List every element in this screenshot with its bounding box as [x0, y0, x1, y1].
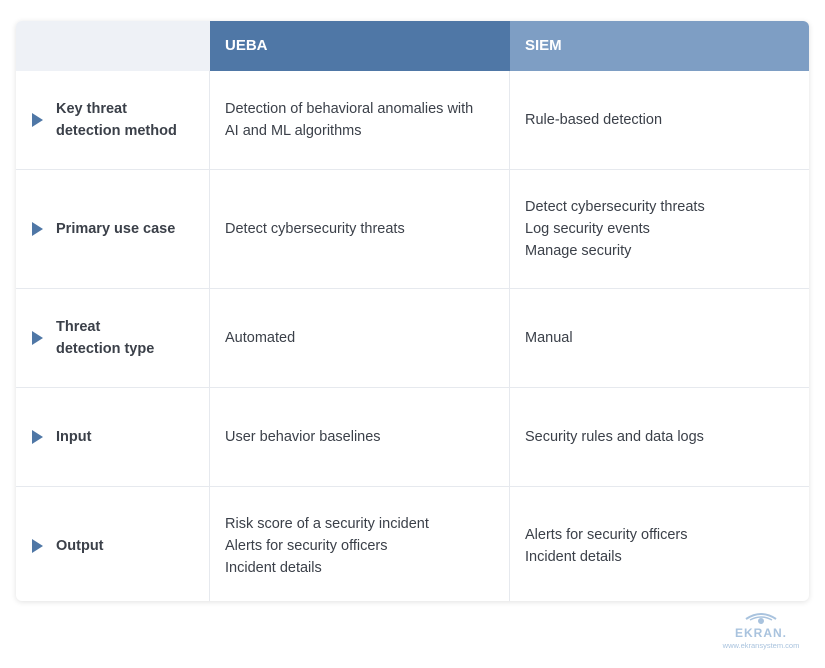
row-label-line: Input [56, 429, 92, 445]
ueba-cell-line: Detection of behavioral anomalies with [225, 101, 474, 117]
table-row: Input User behavior baselines Security r… [16, 388, 809, 487]
row-label-cell: Output [16, 487, 210, 601]
row-label-cell: Threat detection type [16, 289, 210, 387]
row-label-line: Threat [56, 319, 101, 335]
header-empty-cell [16, 21, 210, 71]
triangle-right-icon [32, 113, 43, 127]
table-header-row: UEBA SIEM [16, 21, 809, 71]
ueba-cell: Detect cybersecurity threats [210, 170, 510, 288]
row-label: Threat detection type [56, 316, 154, 360]
table-row: Threat detection type Automated Manual [16, 289, 809, 388]
triangle-right-icon [32, 331, 43, 345]
ueba-cell-line: Alerts for security officers [225, 538, 388, 554]
ueba-cell: Risk score of a security incident Alerts… [210, 487, 510, 601]
siem-cell-line: Incident details [525, 549, 622, 565]
ueba-cell-line: Risk score of a security incident [225, 516, 429, 532]
row-label-line: detection method [56, 123, 177, 139]
table-row: Key threat detection method Detection of… [16, 71, 809, 170]
logo-name: EKRAN. [734, 626, 787, 640]
ueba-cell-line: Automated [225, 330, 296, 346]
row-label: Output [56, 535, 104, 557]
row-label: Primary use case [56, 218, 175, 240]
ueba-cell-line: Incident details [225, 560, 322, 576]
siem-cell-line: Log security events [525, 221, 650, 237]
row-label: Key threat detection method [56, 98, 177, 142]
eye-icon [745, 613, 777, 624]
row-label-line: Primary use case [56, 221, 176, 237]
row-label-line: Output [56, 538, 104, 554]
triangle-right-icon [32, 539, 43, 553]
ueba-cell-line: AI and ML algorithms [225, 123, 362, 139]
siem-cell: Detect cybersecurity threats Log securit… [510, 170, 809, 288]
table-row: Primary use case Detect cybersecurity th… [16, 170, 809, 289]
row-label-line: Key threat [56, 101, 127, 117]
siem-cell-line: Detect cybersecurity threats [525, 199, 705, 215]
siem-cell: Alerts for security officers Incident de… [510, 487, 809, 601]
row-label: Input [56, 426, 91, 448]
ueba-cell: Automated [210, 289, 510, 387]
comparison-table: UEBA SIEM Key threat detection method De… [16, 21, 809, 601]
header-ueba: UEBA [210, 21, 510, 71]
siem-cell: Manual [510, 289, 809, 387]
siem-cell-line: Alerts for security officers [525, 527, 688, 543]
siem-cell-line: Rule-based detection [525, 112, 663, 128]
siem-cell-line: Manual [525, 330, 573, 346]
ekran-logo: EKRAN. www.ekransystem.com [709, 612, 813, 662]
triangle-right-icon [32, 222, 43, 236]
row-label-cell: Primary use case [16, 170, 210, 288]
ueba-cell: User behavior baselines [210, 388, 510, 486]
siem-cell: Security rules and data logs [510, 388, 809, 486]
logo-url: www.ekransystem.com [722, 641, 800, 650]
header-siem: SIEM [510, 21, 809, 71]
triangle-right-icon [32, 430, 43, 444]
ueba-cell-line: Detect cybersecurity threats [225, 221, 405, 237]
siem-cell: Rule-based detection [510, 71, 809, 169]
row-label-line: detection type [56, 341, 155, 357]
row-label-cell: Key threat detection method [16, 71, 210, 169]
row-label-cell: Input [16, 388, 210, 486]
table-row: Output Risk score of a security incident… [16, 487, 809, 601]
siem-cell-line: Manage security [525, 243, 632, 259]
ueba-cell-line: User behavior baselines [225, 429, 381, 445]
siem-cell-line: Security rules and data logs [525, 429, 704, 445]
ueba-cell: Detection of behavioral anomalies with A… [210, 71, 510, 169]
